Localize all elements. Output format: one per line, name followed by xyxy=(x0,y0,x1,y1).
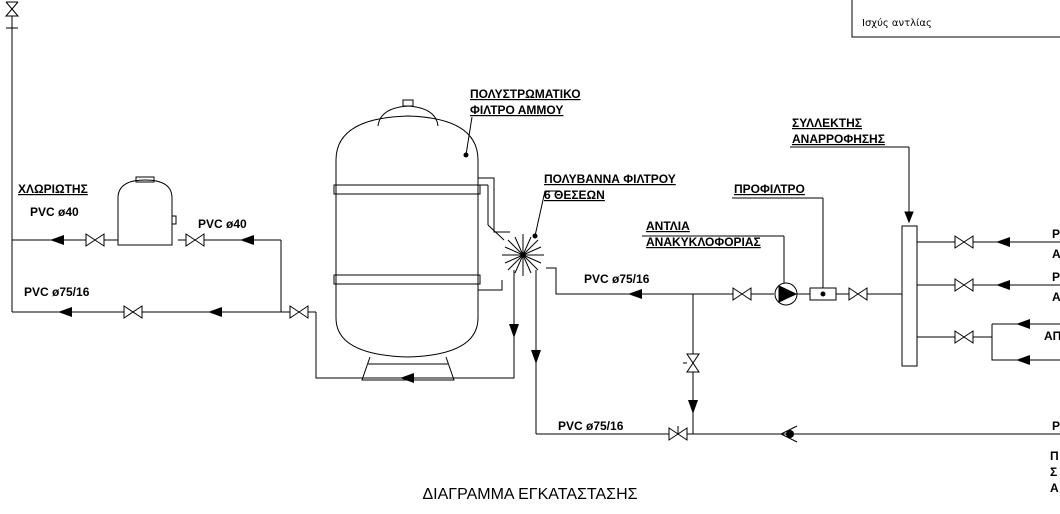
legend-box xyxy=(851,0,1060,38)
legend-text: Ισχύς αντλίας xyxy=(862,17,932,29)
chlorinator-label: ΧΛΩΡΙΩΤΗΣ xyxy=(18,182,88,196)
valve-icon xyxy=(123,305,143,319)
suction-collector xyxy=(901,225,918,367)
flow-arrow-icon xyxy=(628,289,642,299)
flow-arrow-icon xyxy=(50,235,64,245)
flow-arrow-icon xyxy=(58,307,72,317)
valve-icon xyxy=(954,278,974,292)
flow-arrow-icon xyxy=(1016,319,1030,329)
pipe-label: PVC ø40 xyxy=(30,205,79,219)
flow-arrow-icon xyxy=(509,324,519,338)
cut-label: P xyxy=(1052,270,1060,284)
valve-icon xyxy=(85,233,105,247)
cut-label: A xyxy=(1052,290,1060,304)
flow-arrow-icon xyxy=(240,235,254,245)
cut-label: Π xyxy=(1050,449,1059,463)
flow-arrow-icon xyxy=(400,373,414,383)
flow-arrows xyxy=(50,235,1030,414)
prefilter-label: ΠΡΟΦΙΛΤΡΟ xyxy=(734,182,805,196)
pipe-label: PVC ø40 xyxy=(198,217,247,231)
cut-label: P xyxy=(1052,419,1060,433)
filter-label-line1: ΠΟΛΥΣΤΡΩΜΑΤΙΚΟ xyxy=(470,87,581,101)
diagram-title: ΔΙΑΓΡΑΜΜΑ ΕΓΚΑΤΑΣΤΑΣΗΣ xyxy=(422,486,637,503)
check-valve-icon xyxy=(779,425,798,443)
valve-label-line1: ΠΟΛΥΒΑΝΝΑ ΦΙΛΤΡΟΥ xyxy=(544,172,676,186)
pipe-label: PVC ø75/16 xyxy=(24,285,90,299)
valve-icon xyxy=(289,305,309,319)
filter-top-pipe xyxy=(478,177,510,233)
valve-label-line2: 6 ΘΕΣΕΩΝ xyxy=(544,188,605,202)
pipe-label: PVC ø75/16 xyxy=(584,272,650,286)
vent-valve-icon xyxy=(4,1,20,29)
pump-label-line2: ΑΝΑΚΥΚΛΟΦΟΡΙΑΣ xyxy=(646,235,761,249)
valve-icon xyxy=(185,233,205,247)
flow-arrow-icon xyxy=(996,280,1010,290)
pump-to-valve-pipe xyxy=(546,267,774,295)
filter-bottom-pipe xyxy=(478,280,503,291)
prefilter-icon xyxy=(809,198,837,301)
chlorinator-tank xyxy=(117,176,177,246)
cut-label: Α xyxy=(1050,481,1059,495)
flow-arrow-icon xyxy=(996,237,1010,247)
cut-label: A xyxy=(1052,247,1060,261)
pump-icon xyxy=(774,236,798,306)
multiport-valve-icon xyxy=(502,190,546,276)
pipe-label: PVC ø75/16 xyxy=(558,419,624,433)
valve-icon xyxy=(954,330,974,344)
pump-label-line1: ΑΝΤΛΙΑ xyxy=(646,219,690,233)
flow-arrow-icon xyxy=(531,350,541,364)
flow-arrow-icon xyxy=(208,307,222,317)
valve-icon xyxy=(954,235,974,249)
filter-backwash-pipe xyxy=(315,270,515,379)
filter-label-line2: ΦΙΛΤΡΟ ΑΜΜΟΥ xyxy=(470,103,563,117)
cut-label: Σ xyxy=(1050,465,1057,479)
collector-label-line2: ΑΝΑΡΡΟΦΗΣΗΣ xyxy=(792,132,885,146)
cut-label: ΑΠ xyxy=(1044,329,1060,343)
valves xyxy=(85,233,974,441)
flow-arrow-icon xyxy=(1016,355,1030,365)
valve-icon xyxy=(848,287,868,301)
valve-icon xyxy=(732,287,752,301)
valve-icon xyxy=(686,353,700,373)
sand-filter-vessel xyxy=(333,99,481,381)
collector-label-line1: ΣΥΛΛΕΚΤΗΣ xyxy=(792,116,862,130)
cut-label: P xyxy=(1052,227,1060,241)
flow-arrow-icon xyxy=(688,400,698,414)
